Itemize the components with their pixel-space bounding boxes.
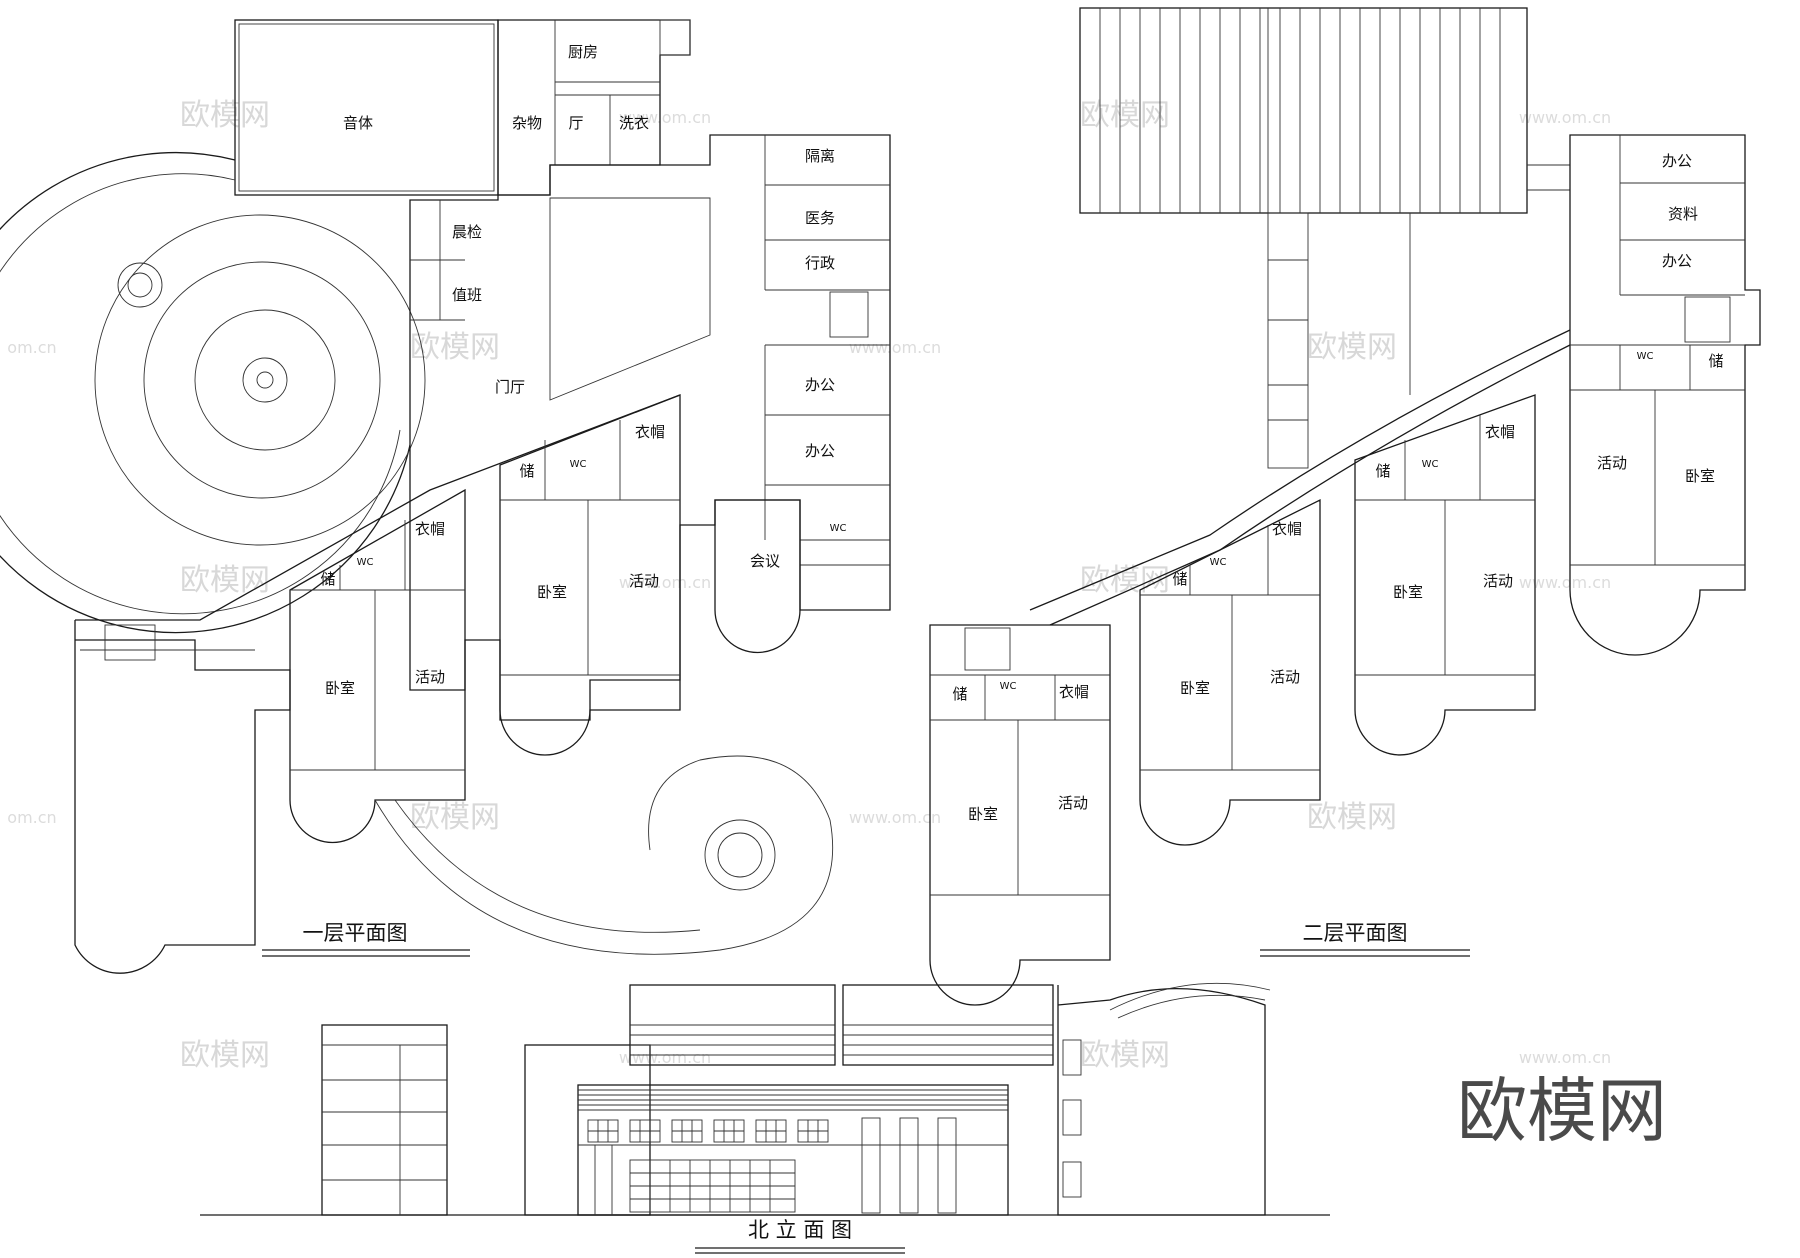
room-label: 储 — [1172, 570, 1187, 588]
room-label: 厨房 — [568, 43, 598, 61]
amphitheater-outer — [0, 151, 411, 634]
room-label: WC — [1637, 351, 1654, 362]
room-label: 资料 — [1668, 205, 1698, 223]
room-label: 办公 — [805, 376, 835, 394]
room-wing-a — [289, 488, 466, 844]
room-label: 活动 — [629, 572, 659, 590]
room-label: WC — [830, 523, 847, 534]
watermark-layer: 欧模网 www.om.cn 欧模网 www.om.cn om.cn 欧模网 ww… — [7, 98, 1611, 1073]
room-label: 储 — [1375, 462, 1390, 480]
room-label: 厅 — [568, 114, 583, 132]
watermark-logo: 欧模网 — [1307, 330, 1397, 365]
room-label: 办公 — [1662, 252, 1692, 270]
watermark-logo: 欧模网 — [180, 563, 270, 598]
watermark-logo: 欧模网 — [1080, 563, 1170, 598]
room-label: 医务 — [805, 209, 835, 227]
floor2-title: 二层平面图 — [1303, 921, 1408, 945]
watermark-url: www.om.cn — [619, 573, 711, 592]
room-label: WC — [1000, 681, 1017, 692]
room-label: 值班 — [452, 286, 482, 304]
room-label: WC — [1210, 557, 1227, 568]
floor1-plan: 音体 杂物 厨房 厅 洗衣 晨检 值班 门厅 隔 — [0, 19, 891, 974]
floor2-wing-b — [1139, 498, 1321, 846]
watermark-logo: 欧模网 — [1080, 1038, 1170, 1073]
room-label: 活动 — [1058, 794, 1088, 812]
floor1-title: 一层平面图 — [303, 921, 408, 945]
room-label: 晨检 — [452, 223, 482, 241]
watermark-logo: 欧模网 — [410, 330, 500, 365]
room-label: WC — [570, 459, 587, 470]
watermark-url: www.om.cn — [619, 108, 711, 127]
room-label: 衣帽 — [635, 423, 665, 441]
room-meeting — [714, 499, 801, 654]
main-facade — [577, 1084, 1009, 1216]
room-label: 储 — [952, 685, 967, 703]
room-label: 会议 — [750, 552, 780, 570]
room-label: 活动 — [1597, 454, 1627, 472]
room-label: 行政 — [805, 254, 835, 272]
pergola-slats — [1099, 8, 1501, 213]
room-label: 活动 — [1483, 572, 1513, 590]
room-label: 卧室 — [537, 583, 567, 601]
room-label: 储 — [1708, 352, 1723, 370]
room-wing-b — [499, 394, 681, 756]
room-label: 衣帽 — [415, 520, 445, 538]
elevation-title: 北 立 面 图 — [748, 1218, 852, 1242]
room-label: 衣帽 — [1059, 683, 1089, 701]
facade-windows — [587, 1117, 957, 1215]
room-label: 卧室 — [1685, 467, 1715, 485]
floor2-plan: 办公 资料 办公 WC 储 活动 卧室 储 WC 衣帽 卧室 活动 — [929, 7, 1761, 1006]
wing-diagonal-wall — [75, 394, 681, 621]
watermark-url: www.om.cn — [619, 1048, 711, 1067]
room-label: 活动 — [1270, 668, 1300, 686]
room-label: 卧室 — [1180, 679, 1210, 697]
room-label: WC — [1422, 459, 1439, 470]
room-label: 门厅 — [495, 378, 525, 396]
room-label: 卧室 — [1393, 583, 1423, 601]
watermark-url: www.om.cn — [1519, 108, 1611, 127]
watermark-logo: 欧模网 — [180, 1038, 270, 1073]
watermark-url: www.om.cn — [1519, 573, 1611, 592]
room-music-hall — [234, 19, 499, 196]
room-label: 储 — [519, 462, 534, 480]
room-label: 储 — [320, 570, 335, 588]
room-label: 办公 — [805, 442, 835, 460]
room-label: 办公 — [1662, 152, 1692, 170]
floor2-office-block — [1569, 134, 1761, 656]
room-label: 衣帽 — [1272, 520, 1302, 538]
floor2-diagonal-wall — [1049, 344, 1571, 626]
watermark-url-fragment: om.cn — [7, 338, 56, 357]
watermark-logo: 欧模网 — [180, 98, 270, 133]
watermark-url: www.om.cn — [849, 808, 941, 827]
room-label: 卧室 — [968, 805, 998, 823]
west-wing — [74, 620, 291, 974]
room-label: 衣帽 — [1485, 423, 1515, 441]
room-label: 杂物 — [512, 114, 542, 132]
floor2-wing-c — [1354, 394, 1536, 756]
room-label: 音体 — [343, 114, 373, 132]
watermark-logo: 欧模网 — [1080, 98, 1170, 133]
courtyard — [549, 197, 711, 401]
floor2-wing-a — [929, 624, 1111, 1006]
room-label: 活动 — [415, 668, 445, 686]
room-label: WC — [357, 557, 374, 568]
watermark-logo: 欧模网 — [410, 800, 500, 835]
watermark-url: www.om.cn — [849, 338, 941, 357]
watermark-url-fragment: om.cn — [7, 808, 56, 827]
room-label: 卧室 — [325, 679, 355, 697]
brand-watermark: 欧模网 — [1457, 1070, 1667, 1152]
room-label: 隔离 — [805, 147, 835, 165]
room-label: 洗衣 — [619, 114, 649, 132]
north-elevation: 北 立 面 图 — [200, 982, 1330, 1254]
watermark-logo: 欧模网 — [1307, 800, 1397, 835]
garden-path — [374, 755, 834, 955]
watermark-url: www.om.cn — [1519, 1048, 1611, 1067]
